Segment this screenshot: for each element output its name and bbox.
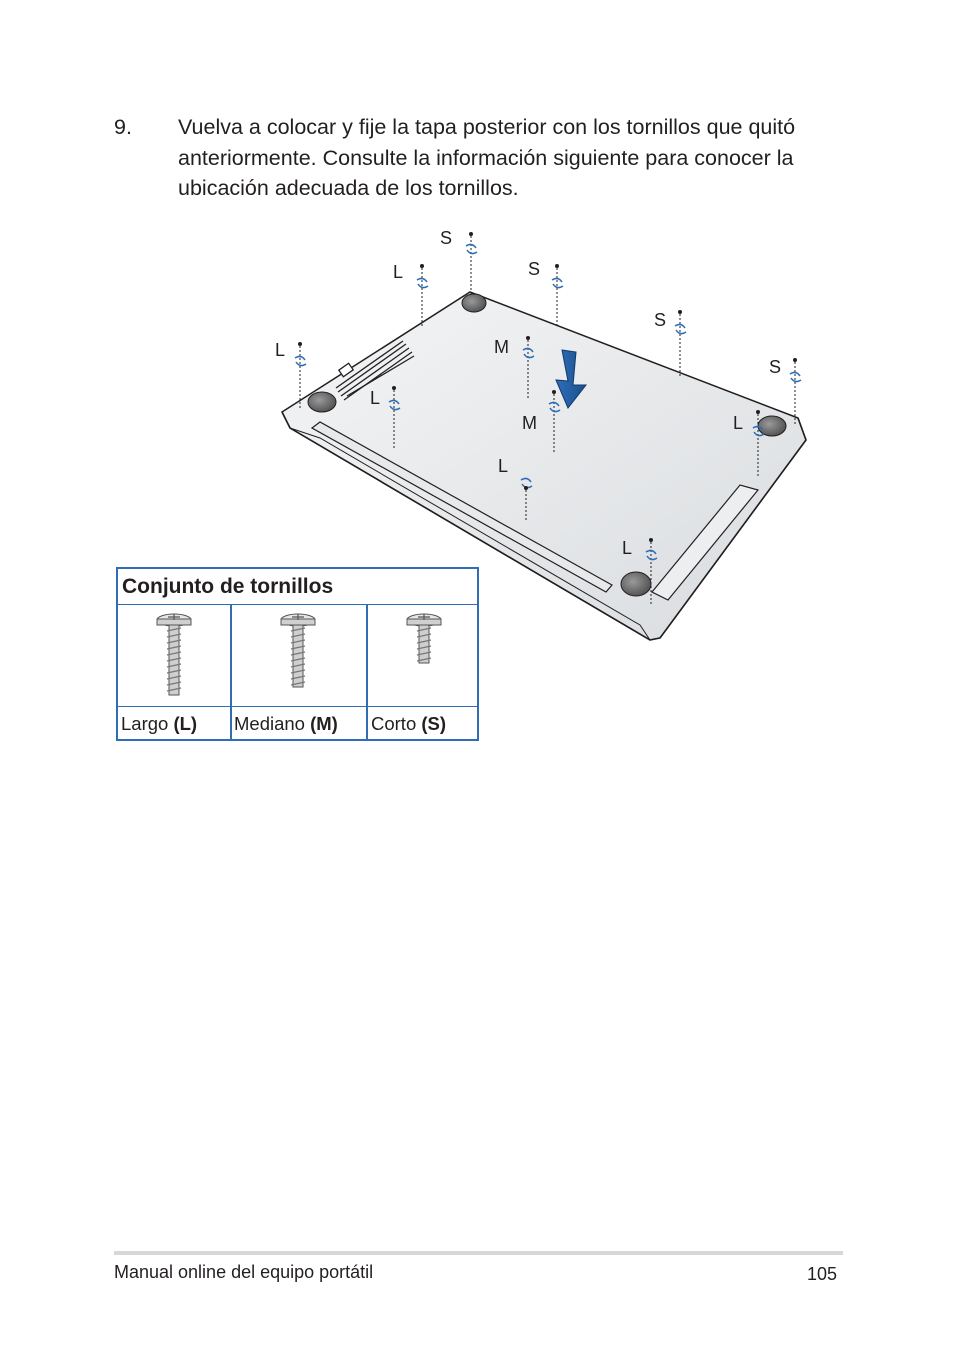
screw-label: S: [769, 357, 781, 377]
rubber-foot: [620, 571, 652, 597]
step-text: Vuelva a colocar y fije la tapa posterio…: [178, 115, 796, 200]
rubber-foot: [307, 391, 337, 413]
screw-label: L: [393, 262, 403, 282]
screw-markers: [294, 243, 802, 561]
rubber-foot: [757, 415, 787, 437]
screw-label: M: [494, 337, 509, 357]
vent-grille: [335, 340, 415, 401]
screw-label: S: [654, 310, 666, 330]
screw-label: L: [370, 388, 380, 408]
page-number: 105: [806, 1264, 837, 1284]
divider: [230, 605, 232, 741]
step-number: 9.: [114, 115, 132, 139]
screw-set-table: Conjunto de tornillos: [116, 567, 479, 741]
footer-rule: [114, 1251, 843, 1255]
laptop-bottom-diagram: S L S S L M S L M L L L: [275, 228, 807, 641]
long-screw-image: [118, 605, 230, 706]
medium-screw-image: [231, 605, 366, 706]
screw-heads: [298, 232, 797, 542]
rubber-foot: [461, 293, 487, 313]
screw-label: L: [622, 538, 632, 558]
medium-screw-caption: Mediano (M): [231, 706, 366, 741]
long-screw-caption: Largo (L): [118, 706, 230, 741]
laptop-body: [281, 291, 807, 641]
screw-label: M: [522, 413, 537, 433]
screw-label: L: [275, 340, 285, 360]
short-screw-image: [368, 605, 477, 706]
short-screw-caption: Corto (S): [368, 706, 477, 741]
screw-label: S: [528, 259, 540, 279]
screw-set-title: Conjunto de tornillos: [118, 569, 477, 605]
down-arrow-icon: [555, 349, 588, 409]
divider: [366, 605, 368, 741]
screw-label: S: [440, 228, 452, 248]
screw-label: L: [733, 413, 743, 433]
screw-label: L: [498, 456, 508, 476]
footer-manual-title: Manual online del equipo portátil: [114, 1262, 374, 1282]
